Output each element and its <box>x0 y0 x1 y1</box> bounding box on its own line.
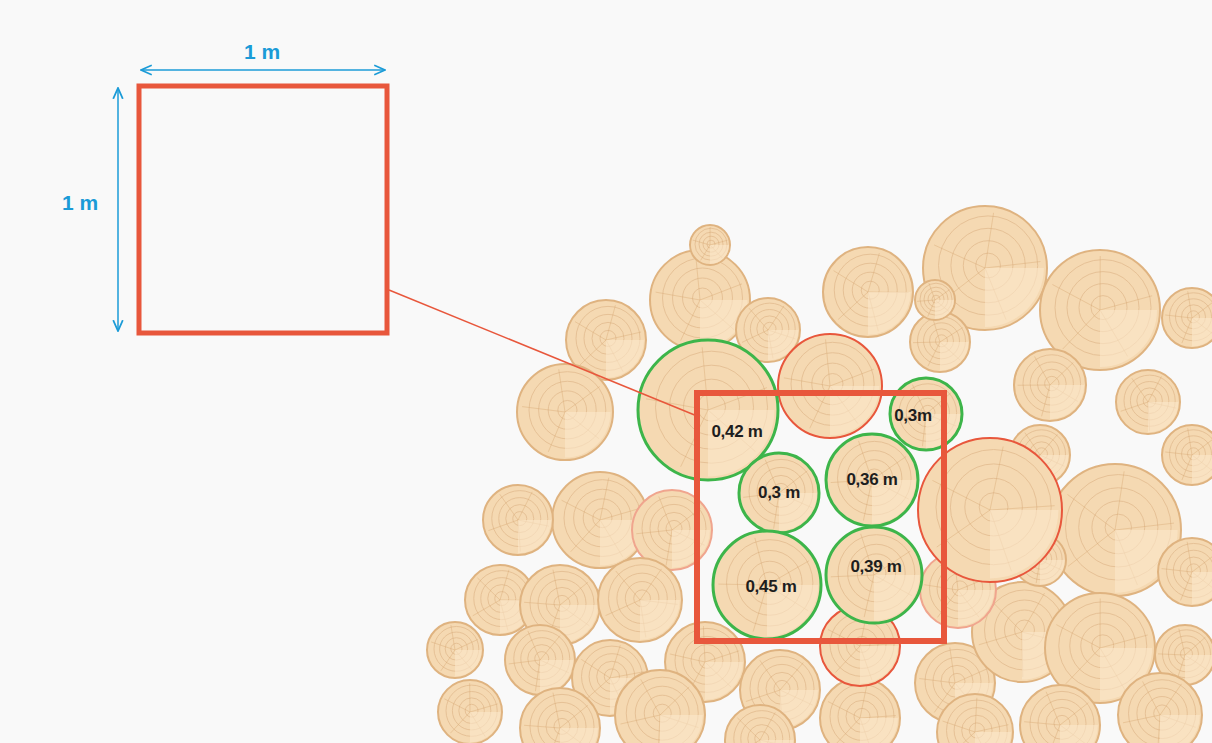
diameter-label: 0,45 m <box>745 577 796 597</box>
log <box>1116 370 1180 434</box>
dimension-arrow <box>141 69 385 71</box>
log-circle: 0,36 m <box>824 432 920 528</box>
log <box>713 531 821 639</box>
log <box>1014 349 1086 421</box>
log <box>739 453 819 533</box>
log <box>517 364 613 460</box>
log <box>918 438 1062 582</box>
log <box>890 378 962 450</box>
log <box>937 694 1013 743</box>
log <box>650 250 750 350</box>
log-circle: 0,45 m <box>711 529 823 641</box>
log-circle: 0,39 m <box>824 525 924 625</box>
log <box>438 680 502 743</box>
diameter-label: 0,36 m <box>846 470 897 490</box>
leader-line <box>389 290 697 416</box>
log <box>690 225 730 265</box>
log <box>823 247 913 337</box>
log <box>1118 673 1202 743</box>
dimension-label: 1 m <box>244 40 280 64</box>
log <box>427 622 483 678</box>
unit-square <box>139 86 387 333</box>
diameter-label: 0,42 m <box>711 422 762 442</box>
log <box>520 688 600 743</box>
log <box>483 485 553 555</box>
log <box>820 678 900 743</box>
log <box>598 558 682 642</box>
sample-square <box>697 393 944 641</box>
log <box>725 705 795 743</box>
log <box>1162 288 1212 348</box>
logs <box>427 206 1212 743</box>
log <box>910 312 970 372</box>
log-circle: 0,3m <box>888 376 964 452</box>
log <box>615 670 705 743</box>
log <box>915 280 955 320</box>
dimension-arrow <box>117 88 119 331</box>
log <box>1020 685 1100 743</box>
log <box>923 206 1047 330</box>
diameter-label: 0,3 m <box>758 483 800 503</box>
diameter-label: 0,39 m <box>850 557 901 577</box>
log-circle: 0,3 m <box>737 451 821 535</box>
log <box>1162 425 1212 485</box>
diameter-label: 0,3m <box>894 406 932 426</box>
dimension-label: 1 m <box>62 191 98 215</box>
highlighted-logs <box>778 334 1062 686</box>
log <box>826 434 918 526</box>
log <box>1158 538 1212 606</box>
log <box>505 625 575 695</box>
log <box>826 527 922 623</box>
log <box>778 334 882 438</box>
